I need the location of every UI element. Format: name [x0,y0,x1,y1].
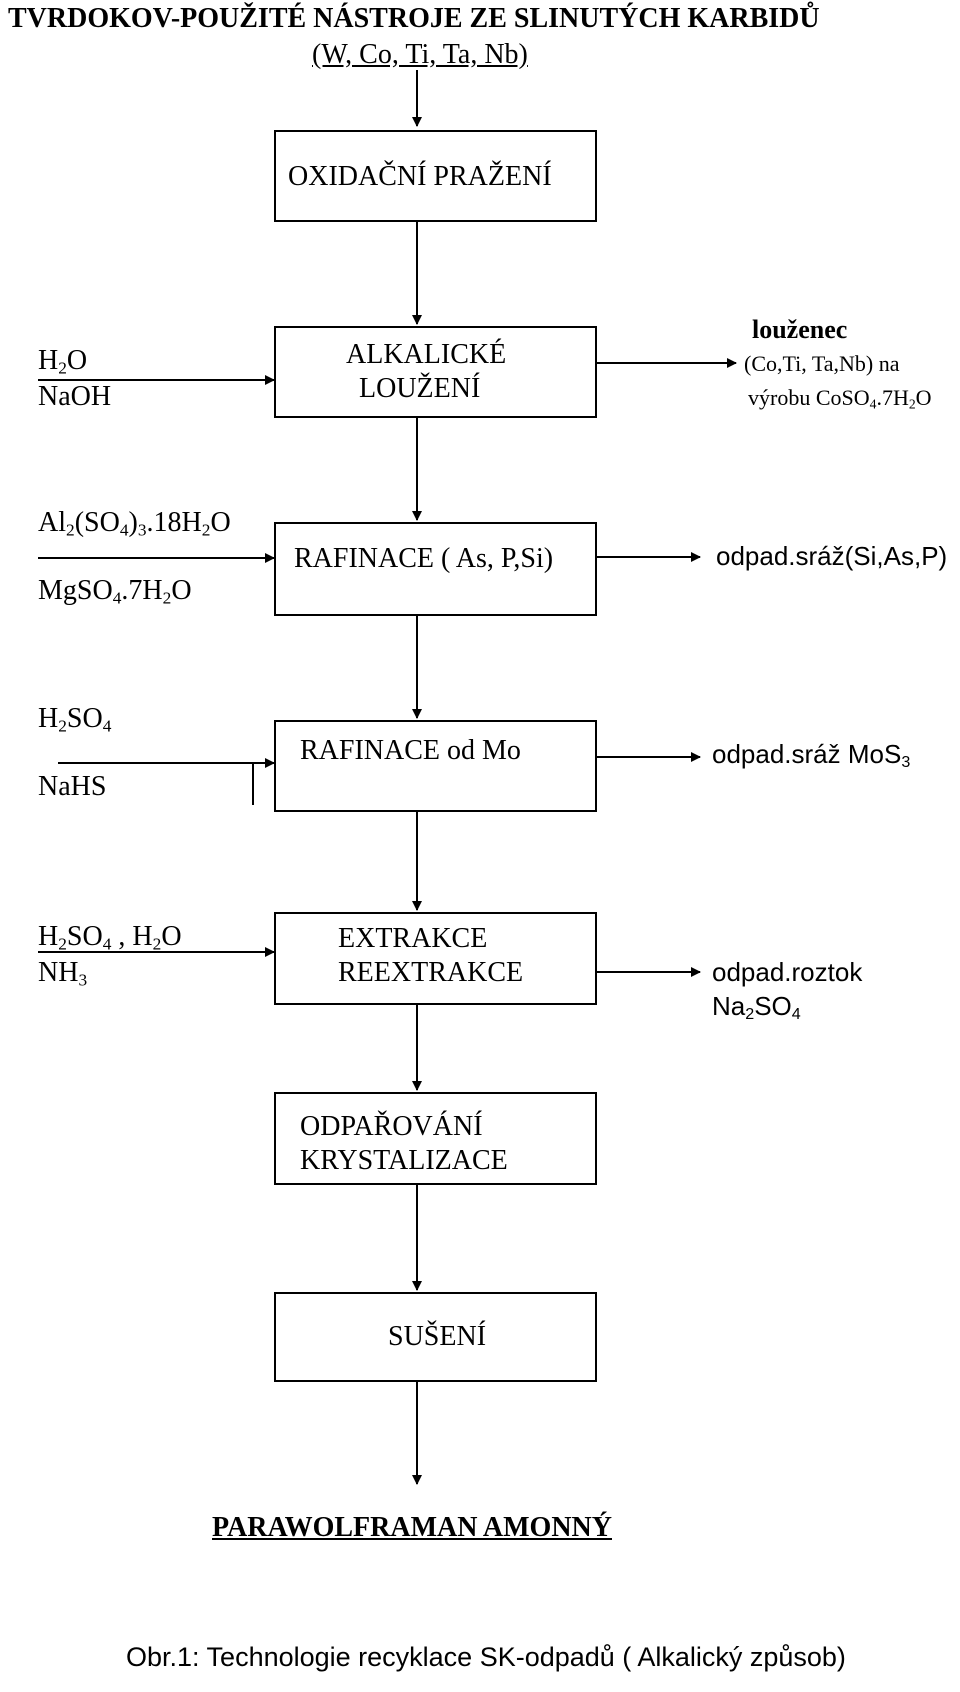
step-alkaline-label-1: ALKALICKÉ [346,339,507,370]
figure-caption: Obr.1: Technologie recyklace SK-odpadů (… [126,1642,846,1672]
output-extraction-2: Na2SO4 [712,990,801,1022]
output-alkaline-3-sub-1: 4 [869,396,877,412]
step-oxidation-label: OXIDAČNÍ PRAŽENÍ [288,161,552,192]
input-refine2-2-part-0: NaHS [38,771,107,802]
input-refine1-2-sub-3: 2 [162,588,172,608]
input-refine1-1-part-2: (SO [74,507,120,538]
step-refine2-label: RAFINACE od Mo [300,735,521,766]
input-refine1-1-sub-5: 3 [137,520,147,540]
output-extraction-2-sub-1: 2 [745,1005,755,1024]
input-extraction-2-sub-1: 3 [78,970,88,990]
input-refine1-1: Al2(SO4)3.18H2O [38,506,231,540]
input-extraction-1-sub-3: 4 [102,934,112,954]
input-refine2-1-sub-1: 2 [58,716,67,736]
input-extraction-1: H2SO4 , H2O [38,920,182,954]
input-refine1-1-part-8: O [210,507,231,538]
input-refine1-2-part-0: MgSO [38,575,113,606]
input-extraction-2-part-0: NH [38,957,79,988]
final-product: PARAWOLFRAMAN AMONNÝ [212,1512,612,1543]
output-alkaline-3-part-0: výrobu CoSO [748,385,870,410]
step-extraction-label-2: REEXTRAKCE [338,957,524,988]
input-refine1-2-part-4: O [171,575,192,606]
output-extraction-2-part-2: SO [754,991,792,1021]
input-refine1-2-part-2: .7H [121,575,163,606]
input-refine1-2-sub-1: 4 [112,588,122,608]
step-refine2-box: RAFINACE od Mo [274,720,597,812]
input-alkaline-1-a: H [38,345,59,376]
step-extraction-label-1: EXTRAKCE [338,923,488,954]
input-extraction-1-part-2: SO [66,921,103,952]
input-extraction-1-part-0: H [38,921,59,952]
input-refine1-1-part-0: Al [38,507,66,538]
step-refine1-label: RAFINACE ( As, P,Si) [294,543,554,574]
input-alkaline-1-sub: 2 [58,358,67,378]
output-extraction-2-part-0: Na [712,991,746,1021]
input-alkaline-2: NaOH [38,381,112,412]
step-drying-box: SUŠENÍ [274,1292,597,1382]
input-extraction-1-part-4: , H [111,921,153,952]
output-alkaline-2: (Co,Ti, Ta,Nb) na [744,351,900,376]
input-refine2-1: H2SO4 [38,702,111,736]
output-extraction-1: odpad.roztok [712,957,863,987]
output-alkaline-3: výrobu CoSO4.7H2O [748,384,932,412]
input-refine2-1-sub-3: 4 [102,716,112,736]
step-refine1-box: RAFINACE ( As, P,Si) [274,522,597,616]
output-alkaline-3-sub-3: 2 [908,396,916,412]
step-evaporation-label-2: KRYSTALIZACE [300,1145,508,1176]
input-refine2-1-part-2: SO [66,703,103,734]
input-extraction-2: NH3 [38,956,87,990]
output-refine2-sub-1: 3 [901,753,911,772]
diagram-title: TVRDOKOV-POUŽITÉ NÁSTROJE ZE SLINUTÝCH K… [8,3,820,34]
output-alkaline-3-part-2: .7H [876,385,909,410]
input-refine1-1-sub-7: 2 [201,520,211,540]
step-oxidation-box: OXIDAČNÍ PRAŽENÍ [274,130,597,222]
output-alkaline-3-part-4: O [915,385,932,410]
diagram-subtitle: (W, Co, Ti, Ta, Nb) [312,39,528,70]
output-extraction-2-sub-3: 4 [791,1005,801,1024]
step-evaporation-label-1: ODPAŘOVÁNÍ [300,1111,483,1142]
step-drying-label: SUŠENÍ [388,1321,487,1352]
step-alkaline-label-2: LOUŽENÍ [359,373,481,404]
input-extraction-1-sub-5: 2 [152,934,162,954]
output-refine2-part-0: odpad.sráž MoS [712,739,902,769]
input-refine2-1-part-0: H [38,703,59,734]
input-extraction-1-part-6: O [161,921,182,952]
input-refine1-1-part-6: .18H [146,507,202,538]
output-alkaline-head: louženec [752,315,848,344]
input-extraction-1-sub-1: 2 [58,934,67,954]
step-alkaline-box: ALKALICKÉ LOUŽENÍ [274,326,597,418]
step-extraction-box: EXTRAKCE REEXTRAKCE [274,912,597,1005]
input-refine1-1-part-4: ) [128,507,138,538]
output-refine1: odpad.sráž(Si,As,P) [716,541,948,571]
input-alkaline-1-b: O [66,345,88,376]
input-refine1-1-sub-3: 4 [119,520,129,540]
step-evaporation-box: ODPAŘOVÁNÍ KRYSTALIZACE [274,1092,597,1185]
input-refine1-2: MgSO4.7H2O [38,574,192,608]
input-refine2-2: NaHS [38,770,106,804]
output-refine2: odpad.sráž MoS3 [712,738,910,770]
input-refine1-1-sub-1: 2 [66,520,75,540]
input-alkaline-1: H2O [38,344,87,378]
